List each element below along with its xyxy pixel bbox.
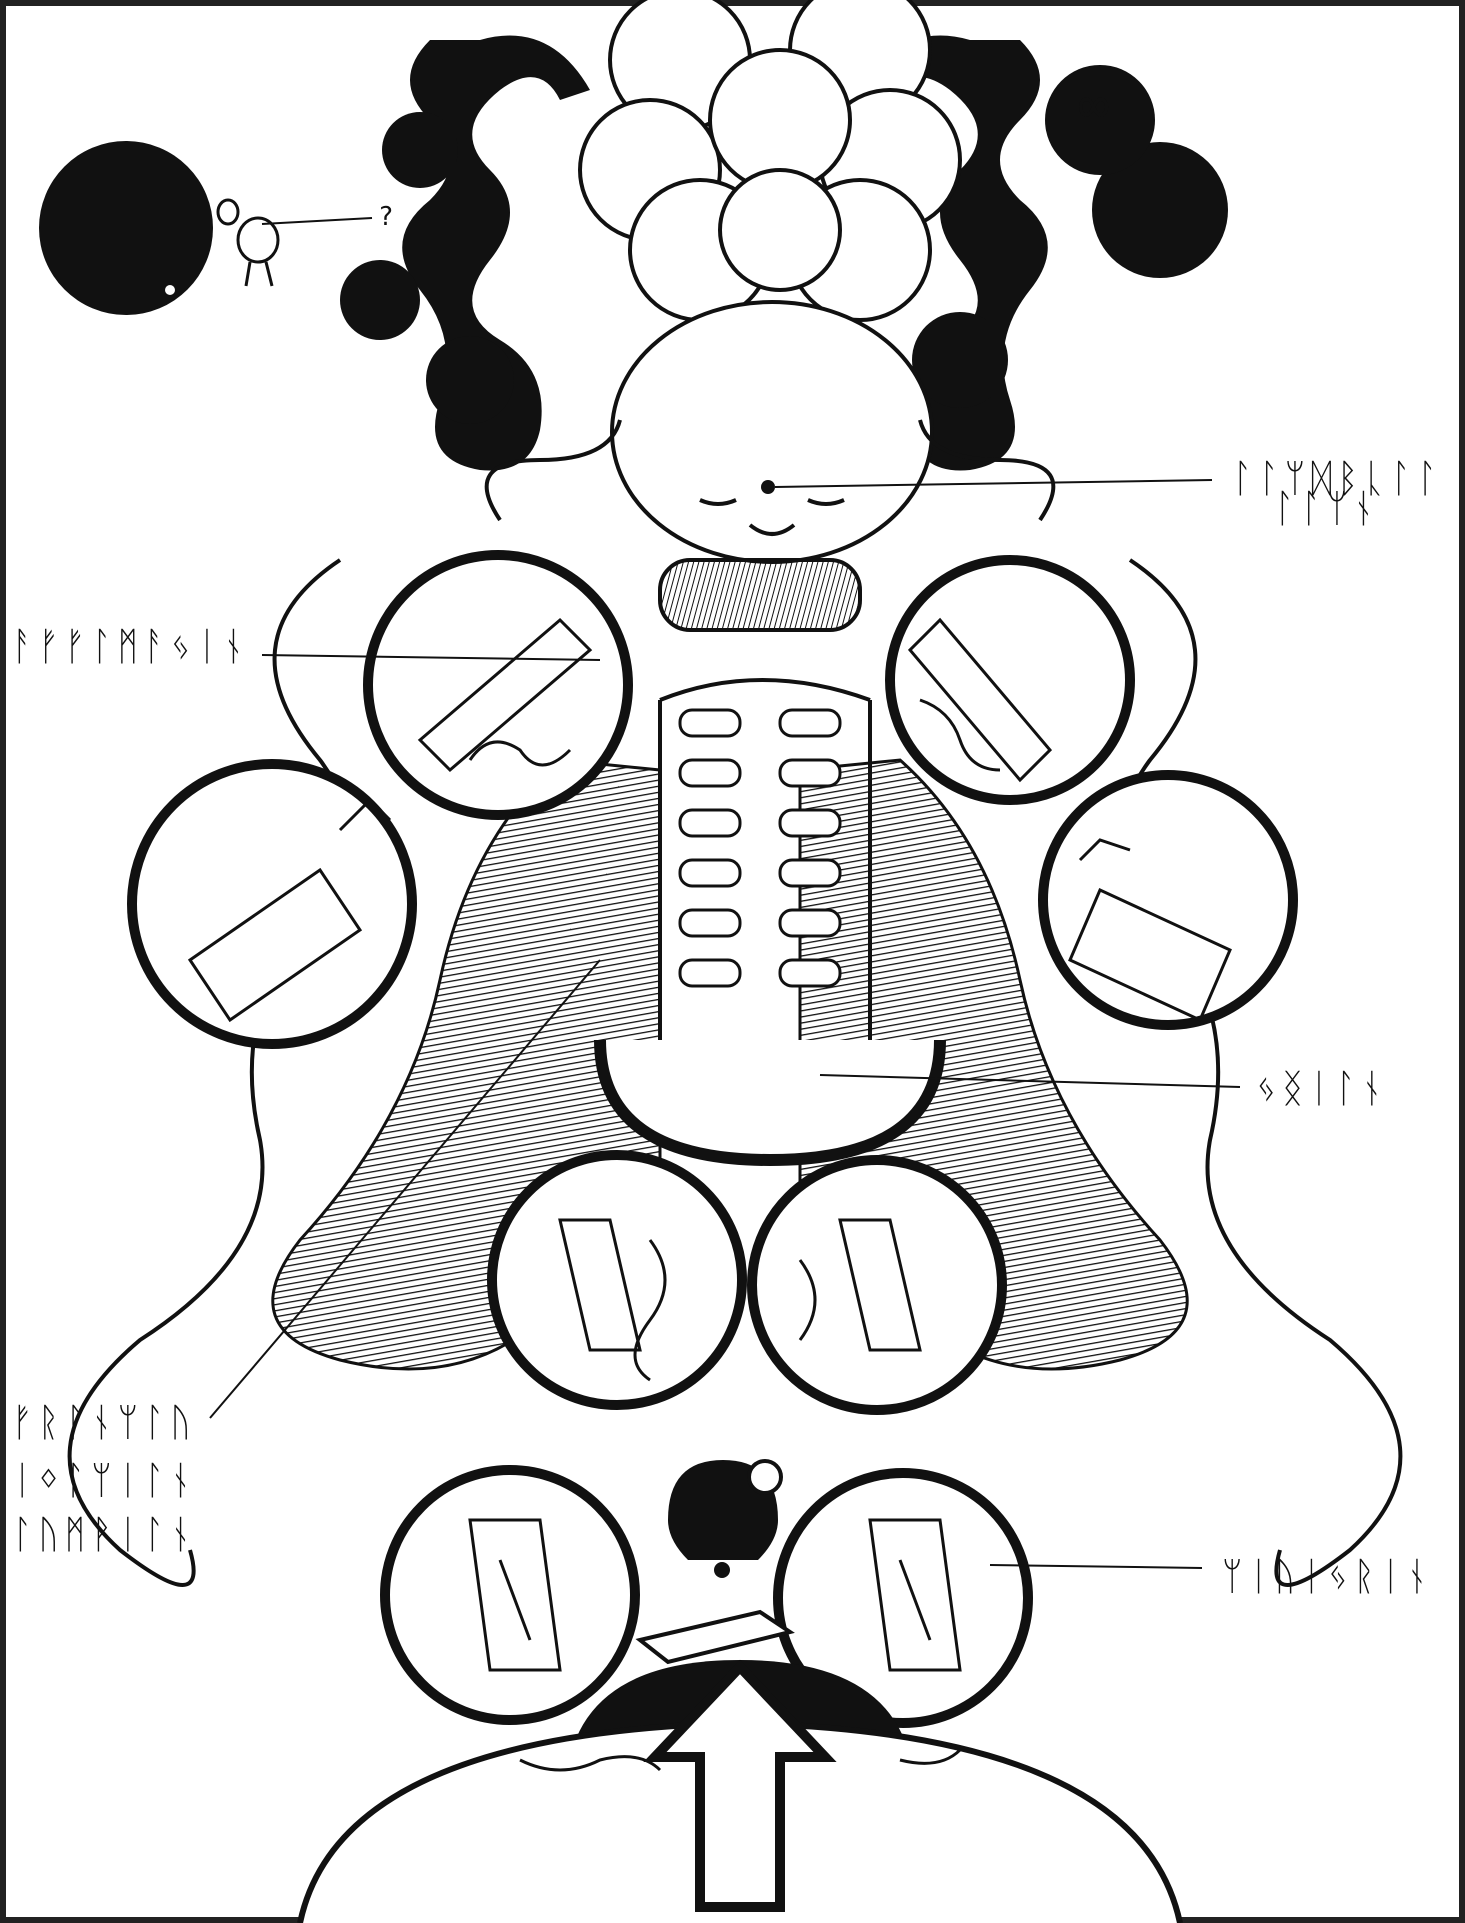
infinity-symbol: ∞ [1078,80,1109,132]
figure-icon [218,200,278,286]
circle-low-left [492,1155,742,1405]
head [612,302,932,562]
pelvis [600,1040,940,1160]
bell-icon [668,1460,781,1578]
label-left-top: ᚨᚠᚠᛚᛗᚨᛃᛁᚾ [12,627,250,666]
label-left-low-line3: ᛚᚢᛗᚹᛁᛚᚾ [12,1515,197,1554]
neck [660,560,860,630]
circle-foot-left [385,1470,635,1720]
label-left-low-line2: ᛁᛜᛚᛘᛁᛚᚾ [12,1461,197,1500]
circle-upper-left [368,555,628,815]
circle-upper-right [890,560,1130,800]
plank [640,1612,790,1662]
pointer-line-question [262,218,372,224]
label-third-eye-line2: ᛚᛚᛘᚾ [1274,489,1380,528]
question-mark: ? [378,204,394,230]
white-hair-coils [580,0,960,320]
label-left-low-line1: ᚠᚱᛚᚾᛘᛚᚢ [12,1403,197,1442]
third-eye-dot [761,480,775,494]
circle-mid-right [1043,775,1293,1025]
moon-icon [39,141,213,315]
label-right-mid: ᛃᛝᛁᛚᚾ [1256,1069,1388,1108]
label-right-low: ᛘᛁᚢᛁᛃᚱᛁᚾ [1222,1557,1433,1596]
circle-low-right [752,1160,1002,1410]
